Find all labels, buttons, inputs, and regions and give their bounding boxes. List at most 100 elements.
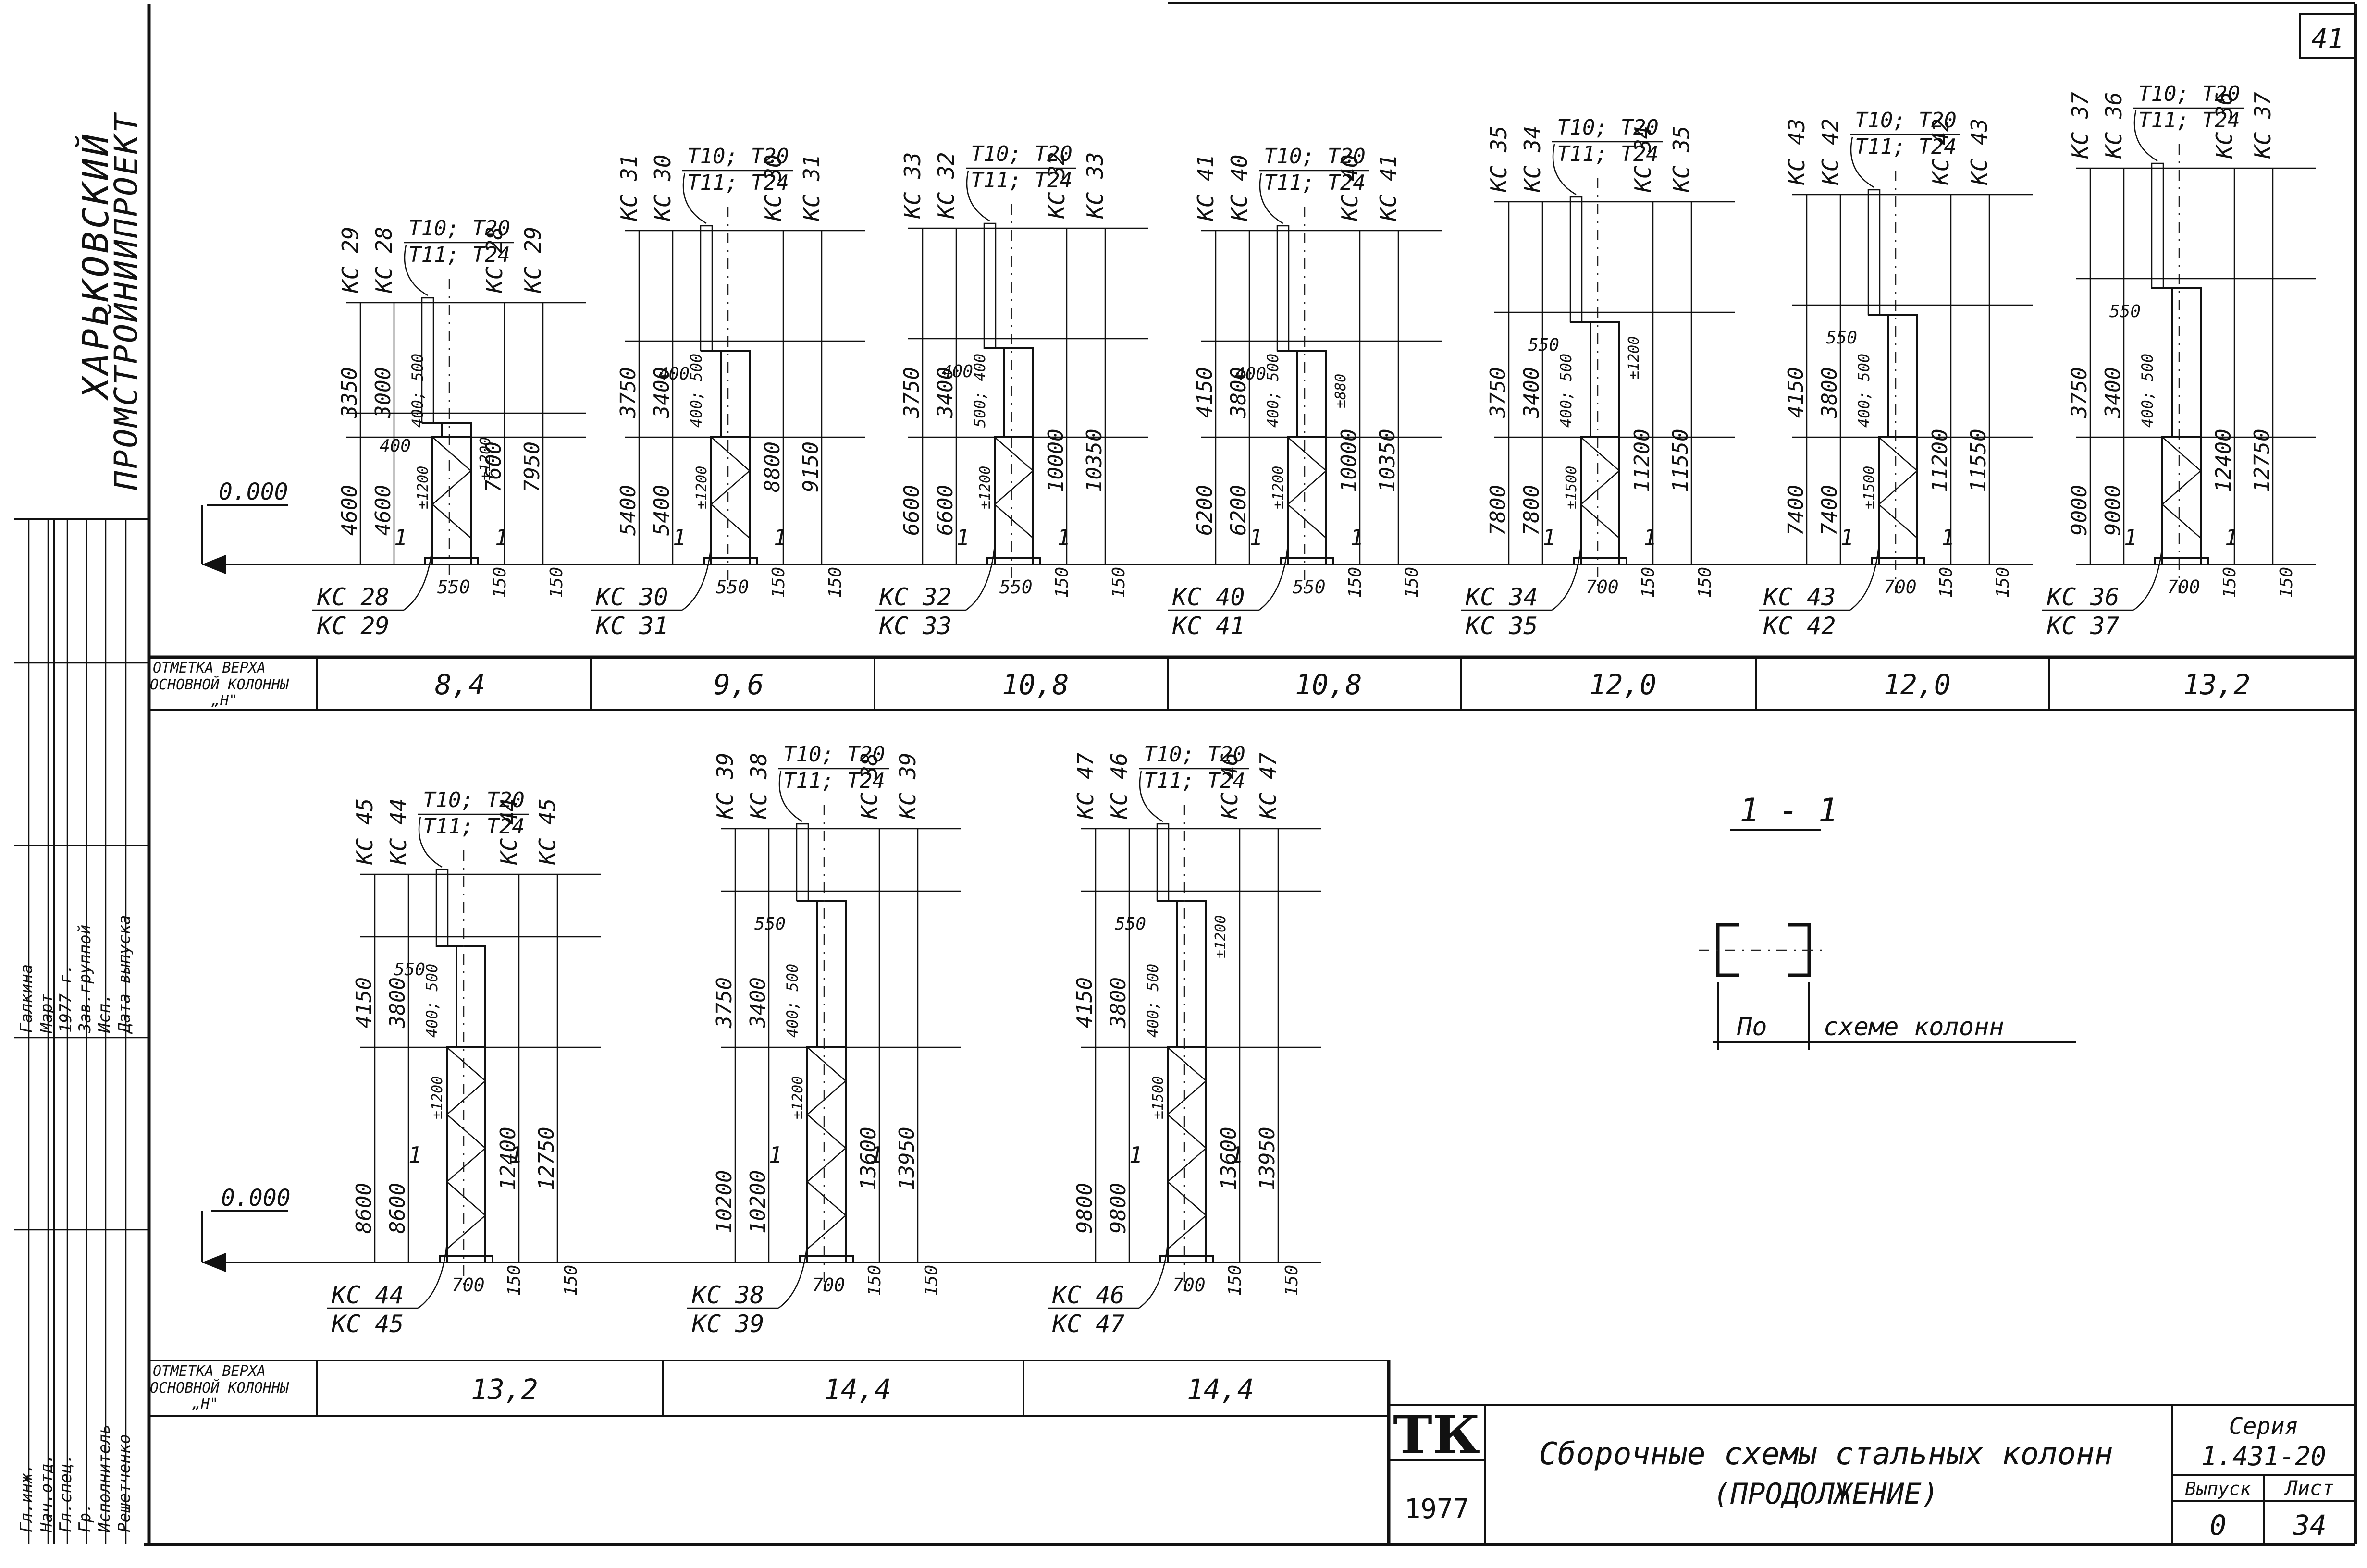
drawing-title: Сборочные схемы стальных колонн (1539, 1436, 2113, 1472)
dim-lower-inner: 6600 (933, 485, 958, 536)
dim-base: 150 (1052, 567, 1072, 598)
stamp-entry: 1977 г. (56, 964, 75, 1033)
column-caption-b: КС 35 (1465, 612, 1538, 640)
column-caption-a: КС 43 (1763, 583, 1836, 611)
dim-lower-outer: 10200 (712, 1170, 737, 1234)
column-mark-label: КС 34 (1630, 126, 1656, 193)
dim-right-outer: 11550 (1668, 429, 1693, 492)
row1-label: ОТМЕТКА ВЕРХА ОСНОВНОЙ КОЛОННЫ „Н" (149, 656, 318, 710)
column-mark-label: КС 42 (1928, 119, 1954, 185)
column-mark-label: КС 47 (1255, 752, 1281, 820)
top-mark-height: 13,2 (471, 1373, 538, 1406)
section-note-a: По (1737, 1013, 1767, 1041)
dim-right-inner: 11200 (1928, 429, 1952, 492)
dim-brace: ±1200 (429, 1076, 446, 1119)
dim-brace: ±1200 (977, 466, 994, 509)
dim-mid: 500; 400 (971, 354, 989, 428)
dim-lower-outer: 4600 (337, 485, 362, 536)
title-year: 1977 (1405, 1494, 1469, 1525)
dim-step: 550 (754, 914, 786, 934)
column-mark-label: КС 46 (1217, 753, 1243, 820)
top-mark-height: 12,0 (1590, 668, 1657, 701)
dim-lower-outer: 5400 (616, 485, 641, 536)
column-caption-a: КС 46 (1052, 1281, 1125, 1309)
dim-right-outer: 9150 (799, 441, 823, 492)
tee-label-a: Т10; Т20 (408, 216, 510, 241)
dim-mid: 400; 500 (1264, 354, 1282, 428)
dim-lower-inner: 5400 (650, 485, 674, 536)
column-caption-b: КС 45 (331, 1310, 404, 1338)
stamp-entry: Решетченко (115, 1434, 134, 1532)
column-mark-label: КС 38 (746, 753, 772, 820)
dim-right-outer: 10350 (1375, 429, 1400, 492)
column-mark-label: КС 30 (650, 155, 676, 221)
section-mark-right: 1 (870, 1142, 883, 1168)
column-mark-label: КС 42 (1817, 119, 1843, 185)
dim-brace: ±1500 (1150, 1076, 1167, 1119)
column-mark-label: КС 28 (371, 227, 397, 294)
stamp-entry: Гл.спец. (56, 1454, 75, 1532)
column-caption-a: КС 44 (331, 1281, 404, 1309)
dim-base: 150 (769, 567, 789, 598)
section-mark-right: 1 (1230, 1142, 1244, 1168)
dim-base2: 150 (547, 567, 567, 598)
column-mark-label: КС 32 (933, 152, 959, 219)
dim-right-inner: 10000 (1044, 429, 1068, 492)
column-caption-a: КС 38 (691, 1281, 764, 1309)
column-mark-label: КС 44 (496, 798, 522, 865)
dim-brace: ±1200 (415, 466, 431, 509)
dim-base: 150 (1936, 567, 1956, 598)
section-mark-right: 1 (774, 525, 787, 551)
section-mark-left: 1 (1129, 1142, 1143, 1168)
dim-right-outer: 13950 (1255, 1127, 1280, 1190)
column-mark-label: КС 41 (1375, 155, 1401, 221)
dim-brace: ±1200 (1270, 466, 1287, 509)
dim-base: 150 (1345, 567, 1365, 598)
dim-mid: 400; 500 (2138, 354, 2157, 428)
issue-label: Выпуск (2185, 1478, 2251, 1499)
dim-right-inner: 12400 (2211, 429, 2236, 492)
column-caption-b: КС 37 (2046, 612, 2120, 640)
column-caption-b: КС 47 (1052, 1310, 1125, 1338)
column-mark-label: КС 33 (1082, 152, 1108, 219)
dim-lower-inner: 9800 (1106, 1183, 1131, 1234)
dim-right-outer: 12750 (534, 1127, 559, 1190)
dim-upper-inner: 3400 (650, 367, 674, 418)
stamp-entry: Гл.инж. (17, 1464, 36, 1532)
dim-base: 150 (2220, 567, 2240, 598)
column-caption-a: КС 30 (595, 583, 668, 611)
column-mark-label: КС 31 (616, 155, 642, 221)
dim-right-inner: 10000 (1337, 429, 1361, 492)
drawing-subtitle: (ПРОДОЛЖЕНИЕ) (1713, 1477, 1939, 1511)
dim-width: 700 (2167, 576, 2200, 598)
column-mark-label: КС 36 (2211, 92, 2237, 159)
dim-brace: ±1200 (789, 1076, 806, 1119)
dim-lower-outer: 6200 (1193, 485, 1217, 536)
stamp-entry: Нач.отд. (37, 1454, 56, 1533)
sheet-corner-box: 41 (2299, 13, 2356, 59)
tee-label-a: Т10; Т20 (2138, 82, 2240, 106)
dim-width: 700 (1586, 576, 1619, 598)
column-mark-label: КС 39 (895, 753, 921, 820)
top-mark-height: 10,8 (1295, 668, 1362, 701)
dim-base: 150 (505, 1265, 524, 1296)
dim-upper-outer: 3750 (712, 977, 737, 1029)
column-mark-label: КС 37 (2250, 92, 2276, 159)
dim-upper-inner: 3800 (385, 977, 410, 1029)
column-mark-label: КС 38 (856, 753, 882, 820)
dim-lower-outer: 6600 (900, 485, 924, 536)
row2-label-l2: ОСНОВНОЙ КОЛОННЫ (150, 1379, 289, 1396)
dim-step: 400 (380, 436, 411, 456)
stamp-entry: Исп. (95, 993, 114, 1033)
dim-brace: ±1500 (1563, 466, 1580, 509)
dim-width: 550 (437, 576, 470, 598)
stamp-entry: Март (37, 993, 56, 1033)
section-mark-left: 1 (1249, 525, 1263, 551)
stamp-entry: Зав.группой (75, 925, 95, 1033)
